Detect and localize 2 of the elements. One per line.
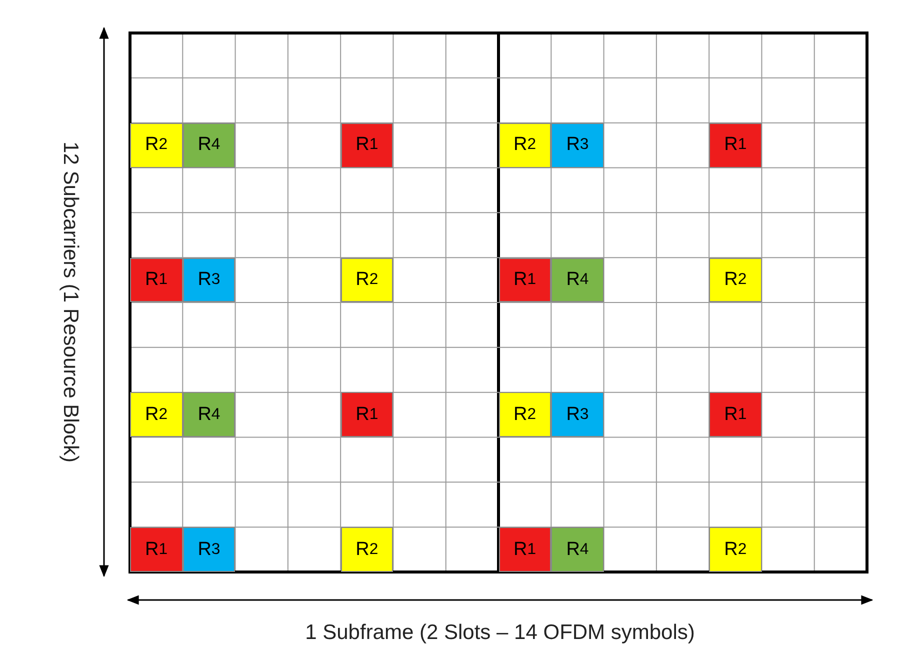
axis-label: 1 Subframe (2 Slots – 14 OFDM symbols) — [305, 621, 695, 645]
axis-label: 12 Subcarriers (1 Resource Block) — [58, 142, 82, 462]
